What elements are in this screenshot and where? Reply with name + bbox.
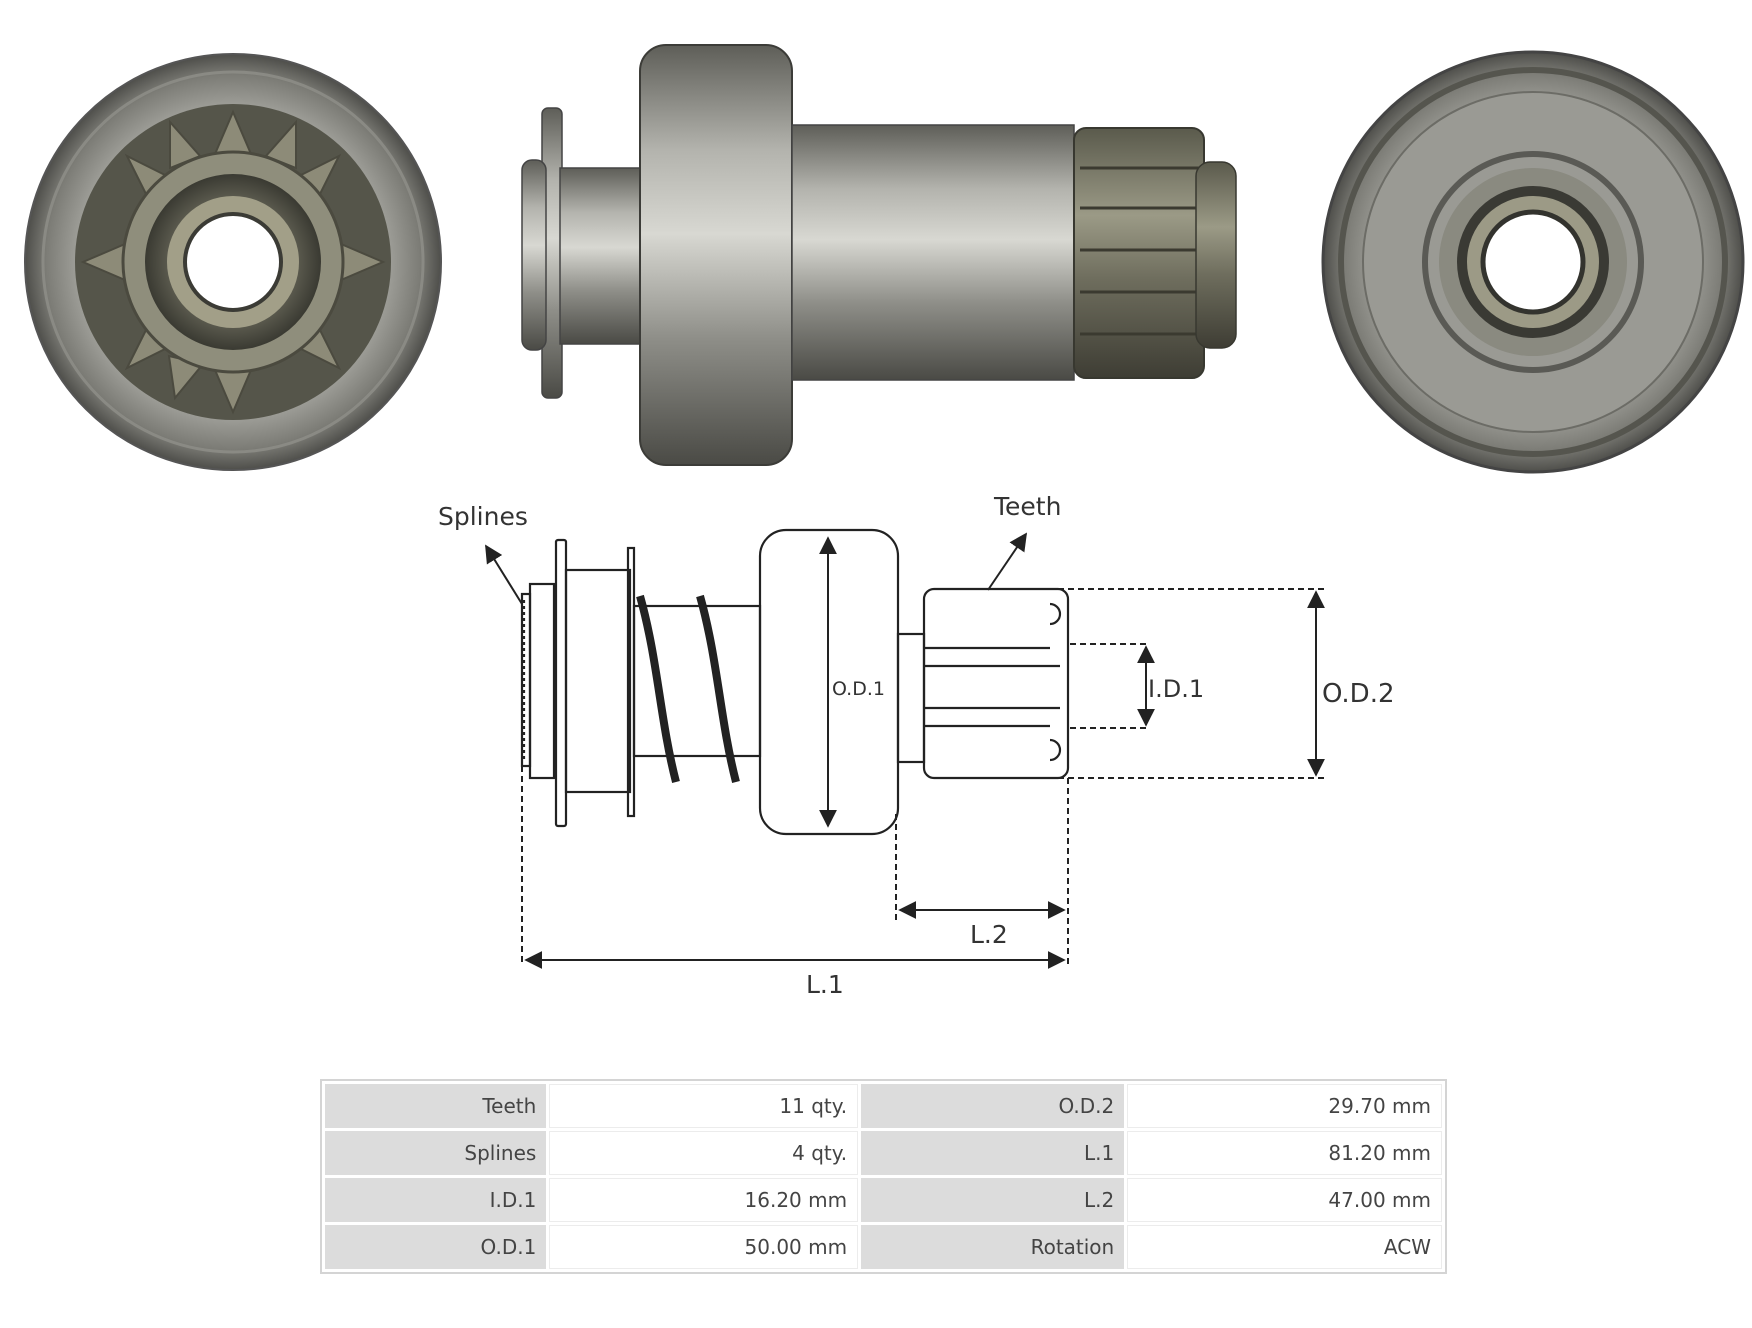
spec-value: 16.20 mm xyxy=(549,1178,859,1222)
spec-value: 29.70 mm xyxy=(1127,1084,1442,1128)
spec-table: Teeth 11 qty. O.D.2 29.70 mm Splines 4 q… xyxy=(320,1079,1447,1274)
l1-label: L.1 xyxy=(806,970,844,999)
id1-label: I.D.1 xyxy=(1148,675,1204,703)
gear-body xyxy=(922,587,1070,780)
pinion-side-view xyxy=(521,44,1237,466)
teeth-callout-label: Teeth xyxy=(993,492,1061,521)
spec-label: L.1 xyxy=(861,1131,1125,1175)
splines-leader xyxy=(485,544,523,605)
spec-value: 50.00 mm xyxy=(549,1225,859,1269)
table-row: Splines 4 qty. L.1 81.20 mm xyxy=(325,1131,1442,1175)
spec-label: Splines xyxy=(325,1131,547,1175)
table-row: O.D.1 50.00 mm Rotation ACW xyxy=(325,1225,1442,1269)
table-row: Teeth 11 qty. O.D.2 29.70 mm xyxy=(325,1084,1442,1128)
technical-drawing: Splines Teeth O.D.1 I.D.1 O.D.2 L.2 L.1 xyxy=(438,492,1395,999)
l2-label: L.2 xyxy=(970,920,1008,949)
pinion-front-view xyxy=(24,53,442,471)
spec-label: O.D.2 xyxy=(861,1084,1125,1128)
spec-value: 81.20 mm xyxy=(1127,1131,1442,1175)
spec-label: I.D.1 xyxy=(325,1178,547,1222)
product-photos xyxy=(24,44,1745,474)
spec-value: 11 qty. xyxy=(549,1084,859,1128)
teeth-leader xyxy=(987,532,1028,591)
spec-value: ACW xyxy=(1127,1225,1442,1269)
spec-label: Rotation xyxy=(861,1225,1125,1269)
spec-label: L.2 xyxy=(861,1178,1125,1222)
spec-label: O.D.1 xyxy=(325,1225,547,1269)
gear-teeth-icon xyxy=(80,109,386,415)
spec-value: 4 qty. xyxy=(549,1131,859,1175)
pinion-back-view xyxy=(1321,50,1745,474)
spec-label: Teeth xyxy=(325,1084,547,1128)
od2-label: O.D.2 xyxy=(1322,679,1395,709)
gear-teeth-lines xyxy=(1080,166,1204,336)
table-row: I.D.1 16.20 mm L.2 47.00 mm xyxy=(325,1178,1442,1222)
splines-callout-label: Splines xyxy=(438,502,528,531)
od1-label: O.D.1 xyxy=(832,678,885,700)
spec-value: 47.00 mm xyxy=(1127,1178,1442,1222)
